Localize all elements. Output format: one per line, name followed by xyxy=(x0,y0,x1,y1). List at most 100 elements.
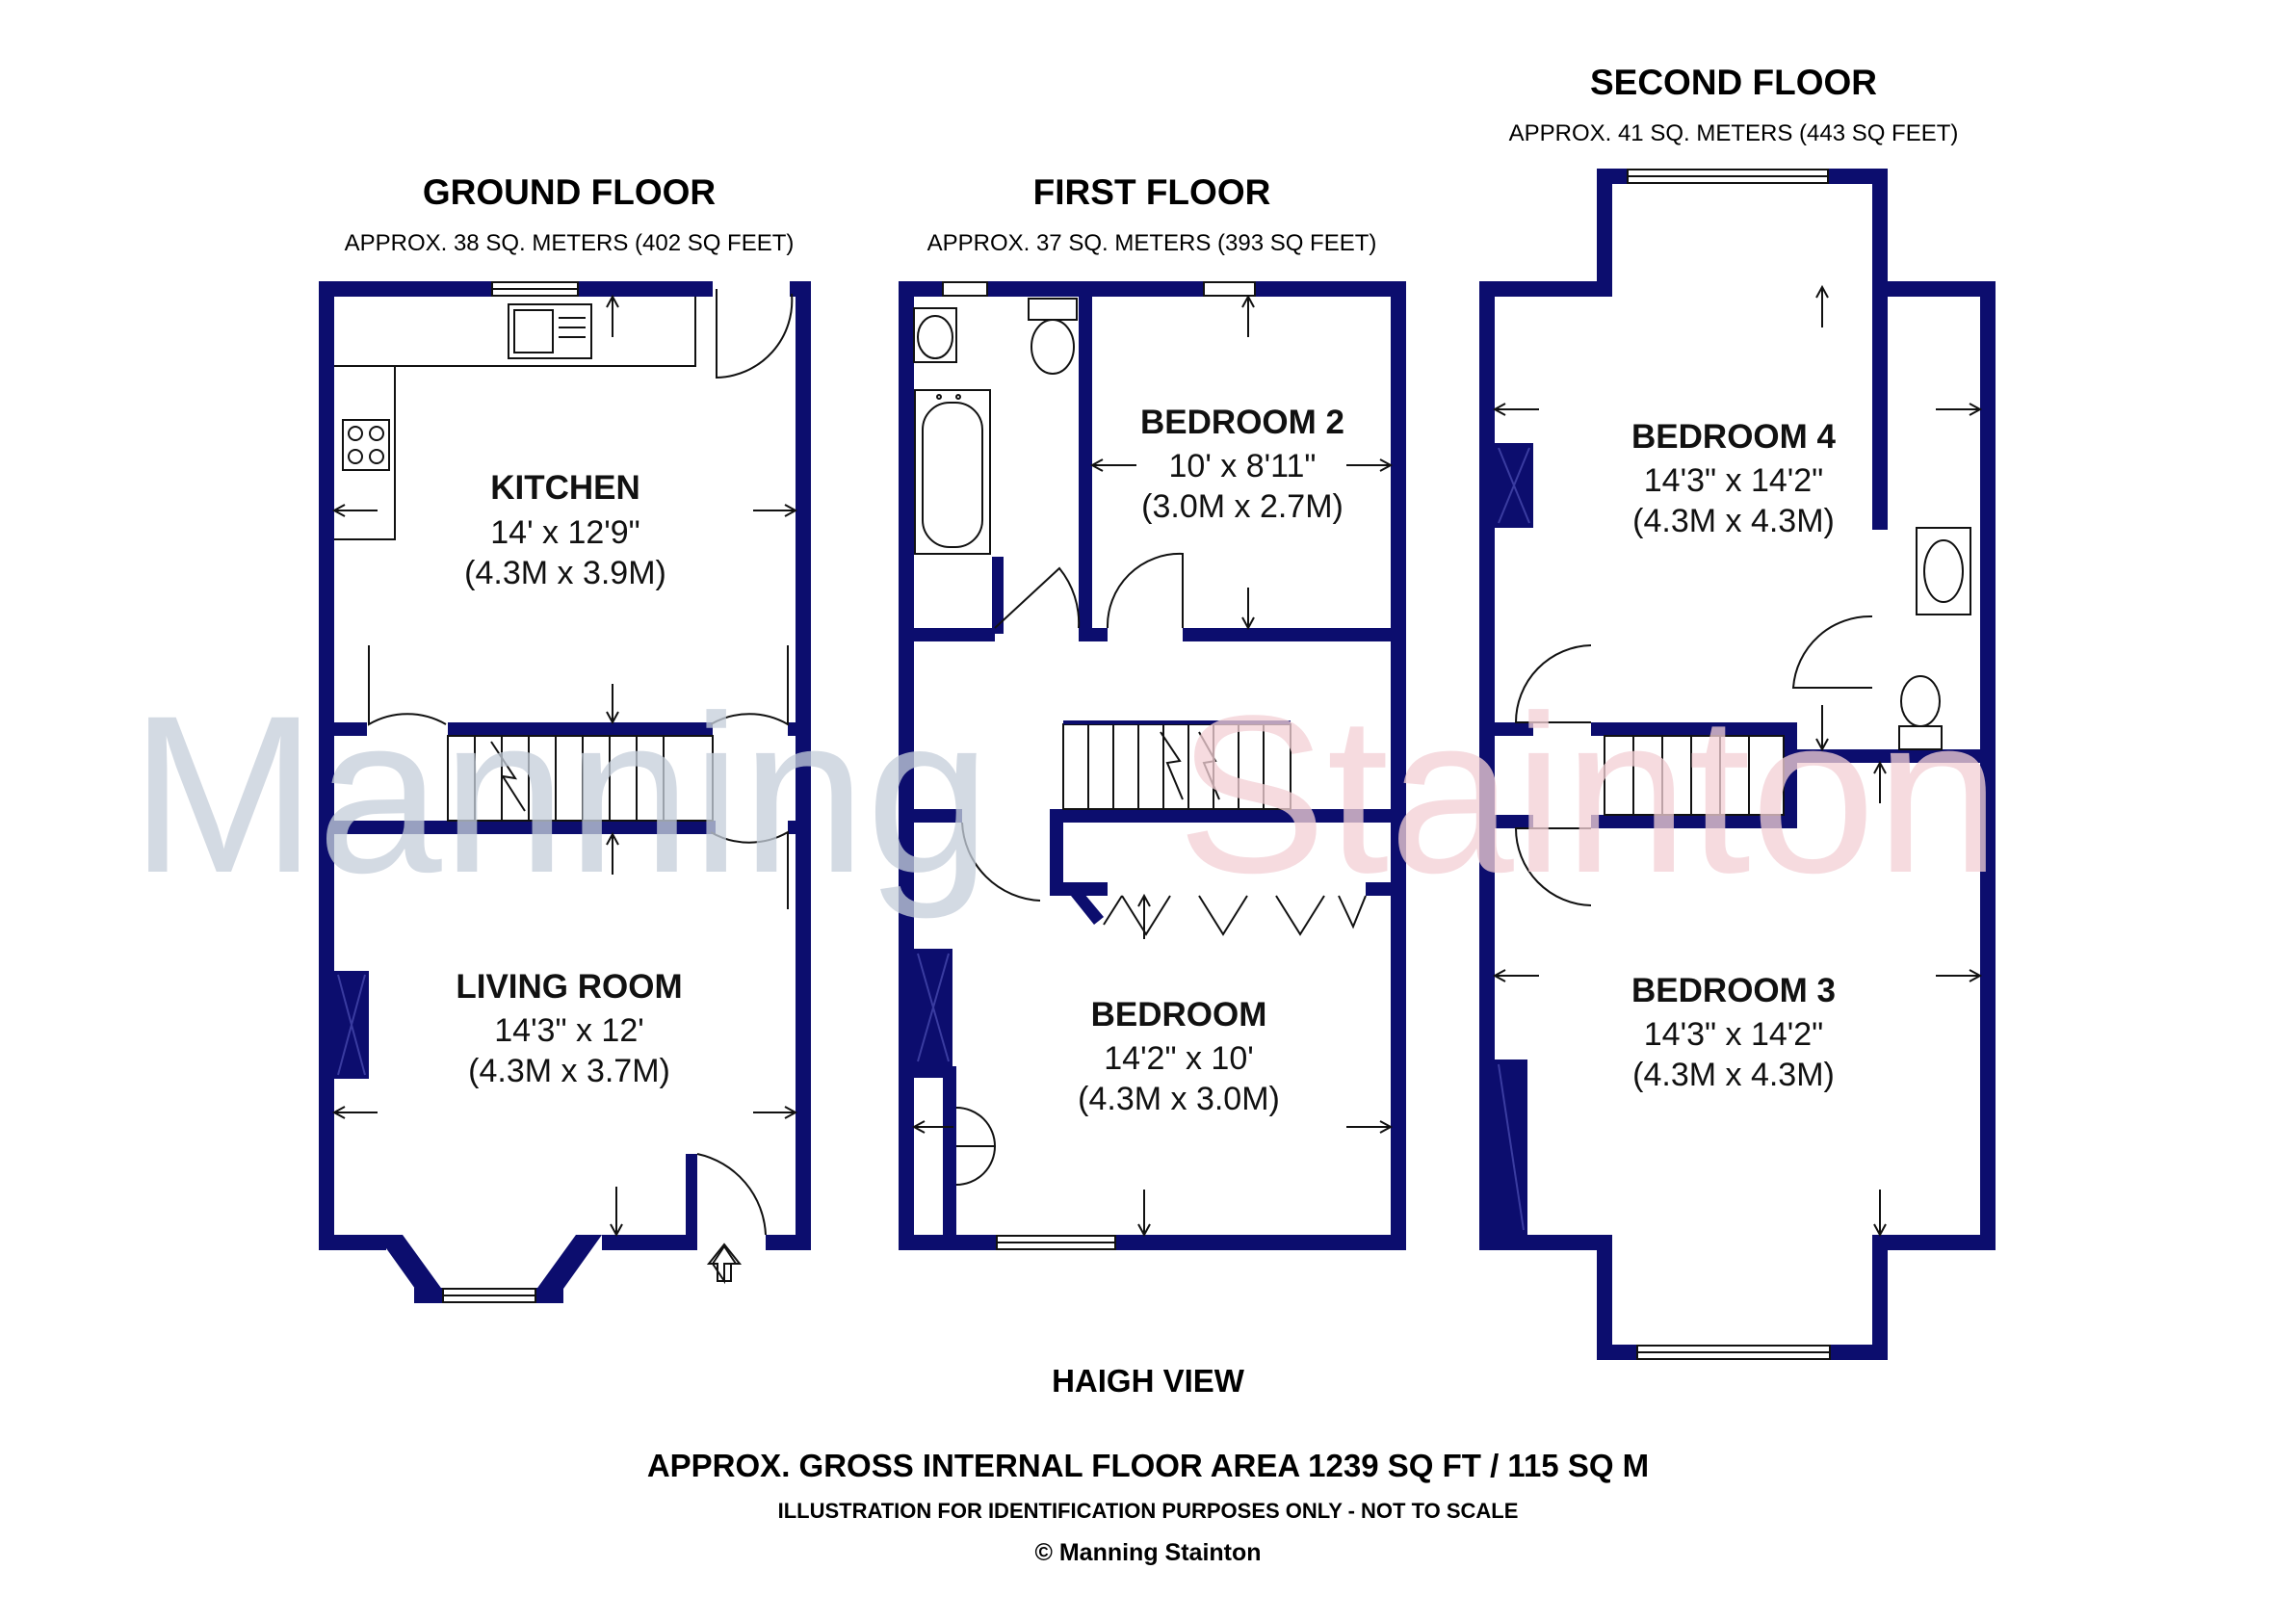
wall xyxy=(1872,1235,1996,1250)
wall xyxy=(992,557,1004,634)
basin-icon xyxy=(1916,527,1971,615)
wall xyxy=(1495,815,1533,828)
toilet-icon xyxy=(1028,298,1078,321)
bedroom2-door-swing xyxy=(1106,552,1184,629)
wall xyxy=(1872,1235,1888,1360)
wall xyxy=(319,722,367,736)
wall xyxy=(1079,628,1108,641)
wall xyxy=(377,1235,443,1302)
room-name-kitchen: KITCHEN xyxy=(490,469,640,507)
room-name-bedroom-2: BEDROOM 2 xyxy=(1140,404,1344,441)
wall xyxy=(899,281,914,1250)
watermark-word-stainton: Stainton xyxy=(1177,669,2000,920)
wall xyxy=(1872,169,1888,530)
room-dim-imperial: 10' x 8'11" xyxy=(1169,448,1317,484)
room-dim-imperial: 14'2" x 10' xyxy=(1104,1040,1254,1077)
room-dim-metric: (3.0M x 2.7M) xyxy=(1141,488,1344,525)
bath-icon xyxy=(914,389,991,555)
bedroom-door-swing xyxy=(961,822,1041,902)
ground-floor-plan xyxy=(319,281,811,1303)
wall xyxy=(1183,628,1406,641)
second-floor-title: SECOND FLOOR xyxy=(1590,63,1877,102)
wall xyxy=(1784,722,1797,828)
entrance-arrow-outline xyxy=(706,1243,743,1282)
wall xyxy=(1391,281,1406,1250)
wall xyxy=(899,1235,997,1250)
gross-area: APPROX. GROSS INTERNAL FLOOR AREA 1239 S… xyxy=(647,1448,1649,1483)
wall xyxy=(448,722,713,736)
wall xyxy=(535,1235,602,1302)
wall xyxy=(1079,297,1092,634)
ground-floor-title: GROUND FLOOR xyxy=(423,172,716,212)
second-floor-area: APPROX. 41 SQ. METERS (443 SQ FEET) xyxy=(1509,120,1959,146)
wall xyxy=(1872,281,1996,297)
room-dim-imperial: 14'3" x 12' xyxy=(494,1012,644,1049)
door-swing xyxy=(710,830,789,909)
wall xyxy=(788,722,811,736)
wall xyxy=(1597,1235,1612,1360)
wall xyxy=(899,281,943,297)
wall xyxy=(319,821,716,834)
wall xyxy=(319,1235,386,1250)
first-floor-area: APPROX. 37 SQ. METERS (393 SQ FEET) xyxy=(927,230,1377,256)
wall xyxy=(602,1235,687,1250)
room-dim-imperial: 14'3" x 14'2" xyxy=(1644,462,1823,499)
wall xyxy=(1050,809,1063,896)
window xyxy=(942,281,988,297)
wall xyxy=(686,1154,697,1250)
basin-icon xyxy=(913,307,957,363)
wall xyxy=(1479,1235,1612,1250)
first-floor-plan xyxy=(899,281,1406,1250)
room-name-bedroom-4: BEDROOM 4 xyxy=(1631,418,1837,456)
wall xyxy=(790,281,811,297)
second-floor-plan xyxy=(1479,169,1996,1360)
wall xyxy=(319,281,334,1250)
front-door-swing xyxy=(696,1153,767,1236)
room-name-bedroom-3: BEDROOM 3 xyxy=(1631,972,1836,1009)
door-swing xyxy=(710,645,789,726)
worktop xyxy=(334,365,396,540)
wall xyxy=(1784,749,1980,763)
wall xyxy=(899,628,995,641)
first-floor-title: FIRST FLOOR xyxy=(1033,172,1271,212)
watermark-word-manning: Manning xyxy=(130,669,991,920)
wall xyxy=(1597,169,1612,297)
wall xyxy=(987,281,1204,297)
hob-icon xyxy=(342,419,390,471)
cupboard-door xyxy=(955,1107,997,1147)
wall xyxy=(899,809,962,823)
staircase xyxy=(1062,723,1292,810)
room-dim-metric: (4.3M x 4.3M) xyxy=(1632,1057,1835,1093)
watermark: Manning Stainton xyxy=(130,669,2000,920)
wall xyxy=(1115,1235,1406,1250)
wall xyxy=(1980,281,1996,1250)
wall xyxy=(943,1066,956,1235)
wall xyxy=(1479,281,1495,1250)
wall xyxy=(1591,815,1797,828)
wall xyxy=(796,281,811,1250)
bathroom-door-swing xyxy=(994,566,1081,629)
staircase xyxy=(447,735,714,822)
room-name-bedroom: BEDROOM xyxy=(1091,996,1267,1033)
back-door-swing xyxy=(716,289,794,379)
room-dim-metric: (4.3M x 3.7M) xyxy=(468,1053,670,1089)
room-dim-metric: (4.3M x 3.0M) xyxy=(1078,1081,1280,1117)
worktop xyxy=(334,297,696,367)
room-dim-imperial: 14'3" x 14'2" xyxy=(1644,1016,1823,1053)
wall xyxy=(1495,722,1533,736)
property-name: HAIGH VIEW xyxy=(1052,1363,1245,1399)
wall xyxy=(1050,809,1406,823)
room-dim-imperial: 14' x 12'9" xyxy=(490,514,640,551)
wall xyxy=(788,821,811,834)
wall xyxy=(578,281,713,297)
wall xyxy=(319,281,492,297)
bedroom3-door-swing xyxy=(1514,827,1592,906)
door-swing xyxy=(368,645,447,726)
disclaimer: ILLUSTRATION FOR IDENTIFICATION PURPOSES… xyxy=(778,1499,1519,1523)
room-dim-metric: (4.3M x 4.3M) xyxy=(1632,503,1835,539)
en-suite-door-swing xyxy=(1791,615,1873,689)
wall xyxy=(1479,281,1612,297)
ground-floor-area: APPROX. 38 SQ. METERS (402 SQ FEET) xyxy=(345,230,795,256)
wall xyxy=(1591,722,1784,736)
